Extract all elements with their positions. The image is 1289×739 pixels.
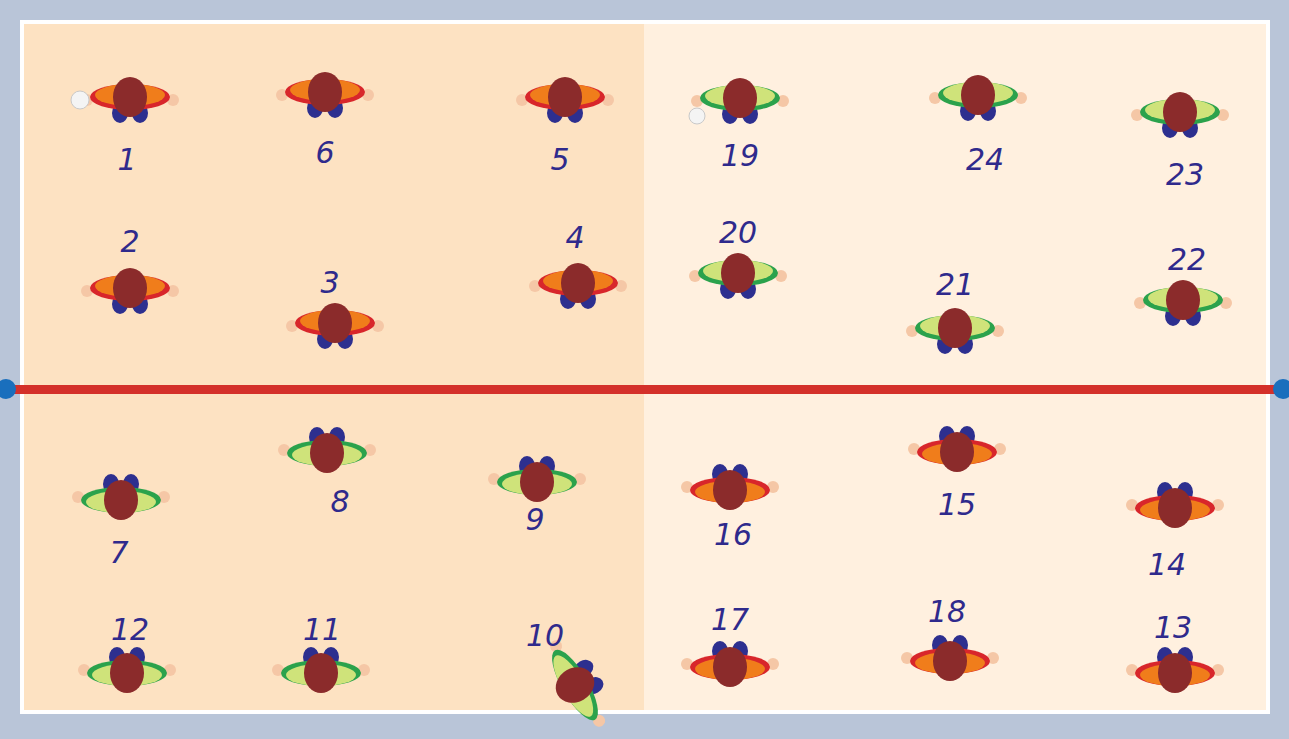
player-number: 4	[565, 223, 584, 253]
player-number: 1	[117, 145, 136, 175]
player-number: 23	[1166, 160, 1204, 190]
player-number: 22	[1168, 245, 1206, 275]
player-number: 17	[711, 605, 749, 635]
player-number: 16	[714, 520, 752, 550]
player-number: 15	[938, 490, 976, 520]
player-number: 10	[526, 621, 564, 651]
player-number: 9	[525, 505, 544, 535]
player-number: 11	[303, 615, 341, 645]
player-number: 24	[966, 145, 1004, 175]
player-number: 14	[1148, 550, 1186, 580]
player-number: 8	[330, 487, 349, 517]
player-number: 20	[719, 218, 757, 248]
player-number: 13	[1154, 613, 1192, 643]
player-number: 2	[120, 227, 139, 257]
player-number: 19	[721, 141, 759, 171]
player-number: 5	[550, 145, 569, 175]
player-number: 12	[111, 615, 149, 645]
player-number: 6	[315, 138, 334, 168]
player-number: 3	[320, 268, 339, 298]
player-number: 7	[109, 538, 128, 568]
player-number: 21	[936, 270, 974, 300]
player-number: 18	[928, 597, 966, 627]
